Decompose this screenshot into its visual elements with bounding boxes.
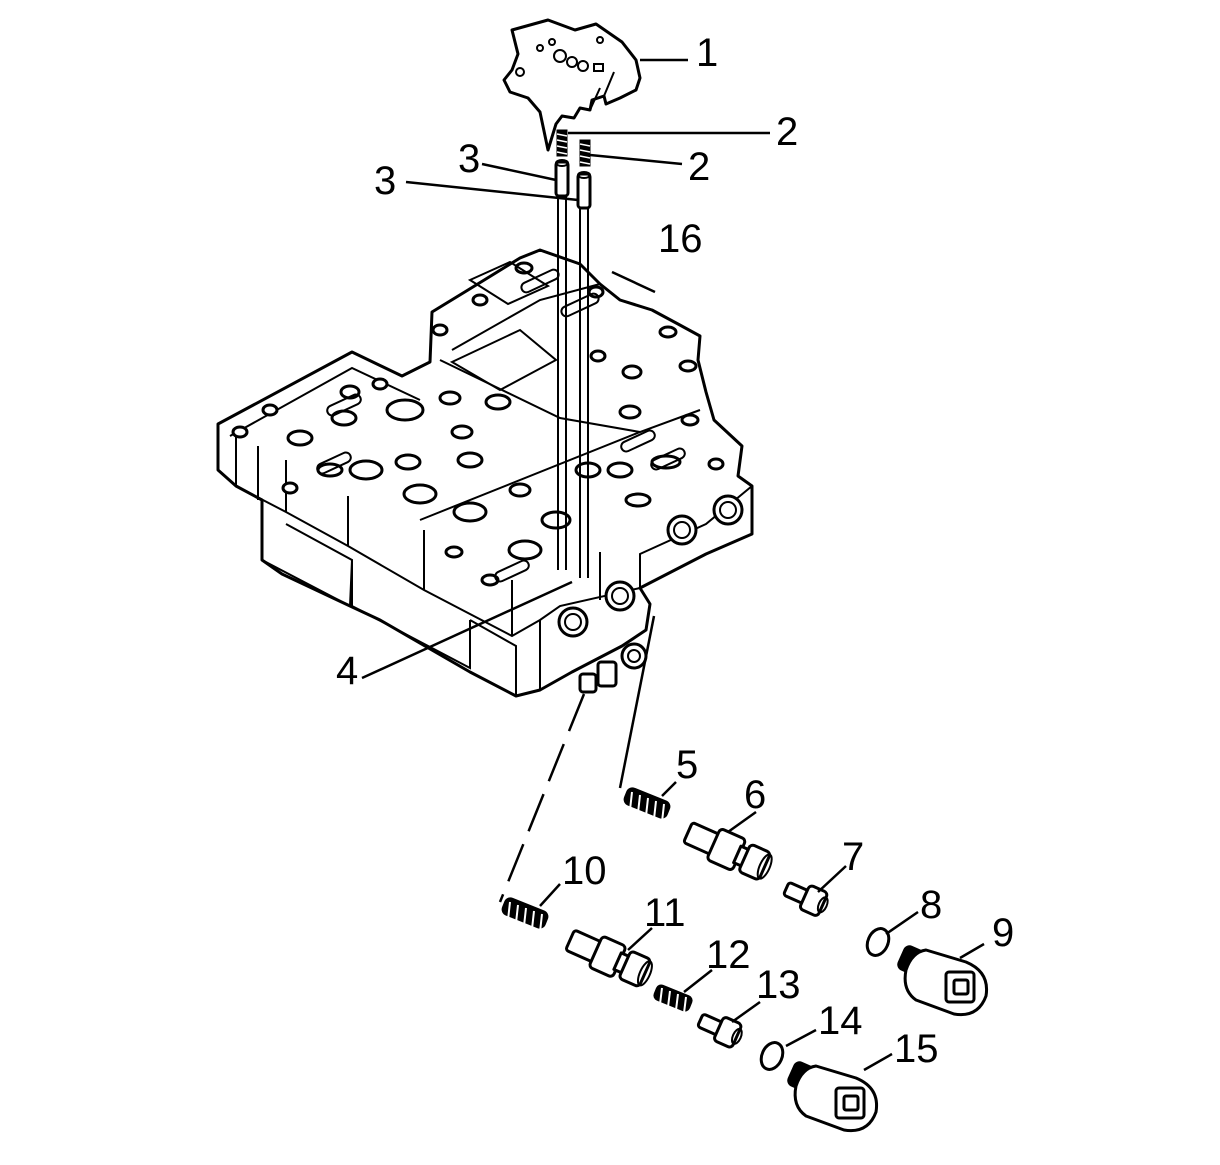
part-6-valve bbox=[682, 821, 773, 881]
callout-9: 9 bbox=[992, 911, 1014, 955]
part-11-valve bbox=[565, 929, 653, 988]
callout-11: 11 bbox=[644, 891, 686, 935]
callout-5: 5 bbox=[676, 743, 698, 787]
part-16-valve-body bbox=[216, 248, 754, 698]
callout-6: 6 bbox=[744, 773, 766, 817]
part-2-spring-right bbox=[579, 139, 591, 167]
callout-7: 7 bbox=[842, 835, 864, 879]
part-2-spring-left bbox=[556, 129, 568, 157]
part-7-plug bbox=[782, 881, 829, 917]
part-12-spring bbox=[653, 984, 693, 1014]
part-15-solenoid bbox=[787, 1061, 879, 1133]
part-9-solenoid bbox=[897, 945, 989, 1017]
callout-16: 16 bbox=[658, 217, 703, 261]
callout-10: 10 bbox=[562, 849, 607, 893]
leader-lines bbox=[361, 58, 985, 1072]
part-13-plug bbox=[696, 1013, 743, 1049]
part-8-o-ring bbox=[865, 927, 891, 957]
callout-3: 3 bbox=[458, 137, 480, 181]
callout-12: 12 bbox=[706, 933, 751, 977]
callout-1: 1 bbox=[696, 31, 718, 75]
callout-2: 2 bbox=[688, 145, 710, 189]
part-14-o-ring bbox=[759, 1041, 785, 1071]
part-5-spring bbox=[623, 787, 671, 823]
callout-2: 2 bbox=[776, 110, 798, 154]
part-10-spring bbox=[501, 897, 549, 933]
callout-labels: 1 2 2 3 3 4 5 6 7 8 9 10 11 12 13 14 15 … bbox=[336, 31, 1014, 1071]
callout-14: 14 bbox=[818, 999, 863, 1043]
callout-13: 13 bbox=[756, 963, 801, 1007]
part-1-plate bbox=[502, 18, 642, 152]
part-3-pin-left bbox=[554, 159, 570, 198]
callout-3: 3 bbox=[374, 159, 396, 203]
callout-15: 15 bbox=[894, 1027, 939, 1071]
assembly-line-lower bbox=[498, 615, 656, 903]
part-3-pin-right bbox=[576, 171, 592, 210]
pin-guide-lines bbox=[557, 196, 589, 578]
callout-8: 8 bbox=[920, 883, 942, 927]
callout-4: 4 bbox=[336, 649, 358, 693]
